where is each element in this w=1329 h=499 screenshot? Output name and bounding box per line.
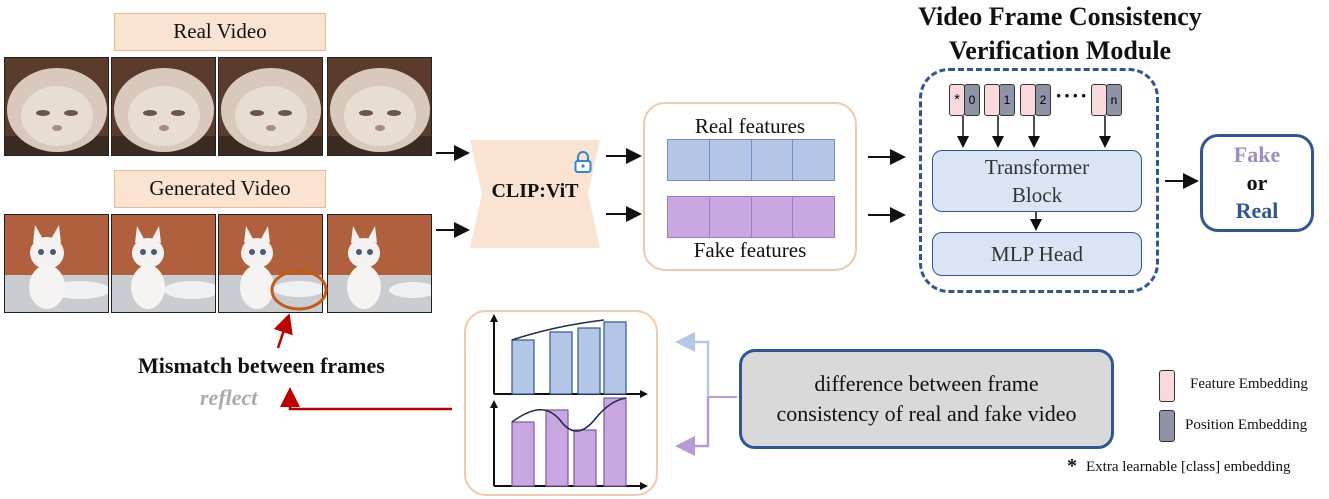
mismatch-highlight <box>270 269 328 311</box>
legend-position-label: Position Embedding <box>1185 417 1308 433</box>
output-real: Real <box>1235 198 1279 223</box>
module-title-line1: Video Frame Consistency <box>918 2 1202 31</box>
generated-frame-4 <box>327 214 432 313</box>
real-feature-cell <box>668 140 710 180</box>
real-bar-3 <box>577 327 601 395</box>
real-bar-1 <box>511 339 535 395</box>
consistency-charts <box>490 314 648 490</box>
real-bar-2 <box>549 331 573 395</box>
module-title-line2: Verification Module <box>948 36 1172 65</box>
legend-class-star: * <box>1067 455 1077 477</box>
arrow-difference-to-fake-chart <box>675 397 710 456</box>
fake-feature-cell <box>710 197 752 237</box>
arrow-difference-to-real-chart <box>675 332 710 397</box>
real-bar-4 <box>603 321 627 395</box>
fake-bar-3 <box>573 429 597 487</box>
legend-feature-swatch <box>1159 370 1175 402</box>
fake-features-bar <box>667 196 835 238</box>
features-panel <box>643 102 857 271</box>
fake-consistency-chart <box>490 397 648 490</box>
legend-position-swatch <box>1159 410 1175 442</box>
fake-feature-cell <box>752 197 794 237</box>
transformer-block: Transformer Block <box>932 150 1142 212</box>
lock-icon <box>574 151 592 173</box>
output-or: or <box>1246 170 1268 195</box>
legend-class-label: Extra learnable [class] embedding <box>1086 459 1291 475</box>
generated-frame-2 <box>111 214 216 313</box>
generated-frame-1 <box>4 214 109 313</box>
real-feature-cell <box>710 140 752 180</box>
fake-bar-4 <box>603 397 627 487</box>
token-position-n: n <box>1106 84 1122 116</box>
fake-features-label: Fake features <box>693 238 807 262</box>
transformer-line1: Transformer <box>984 155 1090 179</box>
legend: Feature Embedding Position Embedding <box>1155 366 1329 476</box>
real-feature-cell <box>752 140 794 180</box>
output-box: Fake or Real <box>1200 134 1314 232</box>
real-features-bar <box>667 139 835 181</box>
fake-bar-1 <box>511 421 535 487</box>
legend-feature-label: Feature Embedding <box>1190 376 1308 392</box>
mlp-head: MLP Head <box>932 232 1142 276</box>
real-consistency-chart <box>490 314 648 398</box>
real-frame-1 <box>4 57 109 156</box>
token-position-1: 1 <box>999 84 1015 116</box>
token-ellipsis: ···· <box>1055 83 1089 108</box>
transformer-line2: Block <box>1011 183 1063 207</box>
real-frame-2 <box>111 57 216 156</box>
token-position-2: 2 <box>1035 84 1051 116</box>
fake-feature-cell <box>668 197 710 237</box>
output-fake: Fake <box>1233 142 1281 167</box>
generated-frame-3 <box>218 214 323 313</box>
real-features-label: Real features <box>694 114 806 138</box>
real-video-label: Real Video <box>114 13 326 51</box>
difference-line1: difference between frame <box>814 371 1039 396</box>
difference-box: difference between frame consistency of … <box>739 349 1114 449</box>
token-position-0: 0 <box>964 84 980 116</box>
verification-module <box>919 68 1159 293</box>
real-frame-3 <box>218 57 323 156</box>
clip-encoder-label: CLIP:ViT <box>491 180 579 202</box>
arrow-mismatch-to-frame <box>273 313 293 349</box>
arrow-reflect <box>280 387 452 411</box>
clip-encoder-shape <box>470 140 600 248</box>
difference-line2: consistency of real and fake video <box>776 401 1077 426</box>
mismatch-label: Mismatch between frames <box>138 353 385 378</box>
generated-video-label: Generated Video <box>114 170 326 208</box>
reflect-label: reflect <box>200 385 258 410</box>
fake-bar-2 <box>545 409 569 487</box>
token-star: * <box>954 91 960 108</box>
real-frame-4 <box>327 57 432 156</box>
module-title: Video Frame Consistency Verification Mod… <box>840 0 1280 68</box>
